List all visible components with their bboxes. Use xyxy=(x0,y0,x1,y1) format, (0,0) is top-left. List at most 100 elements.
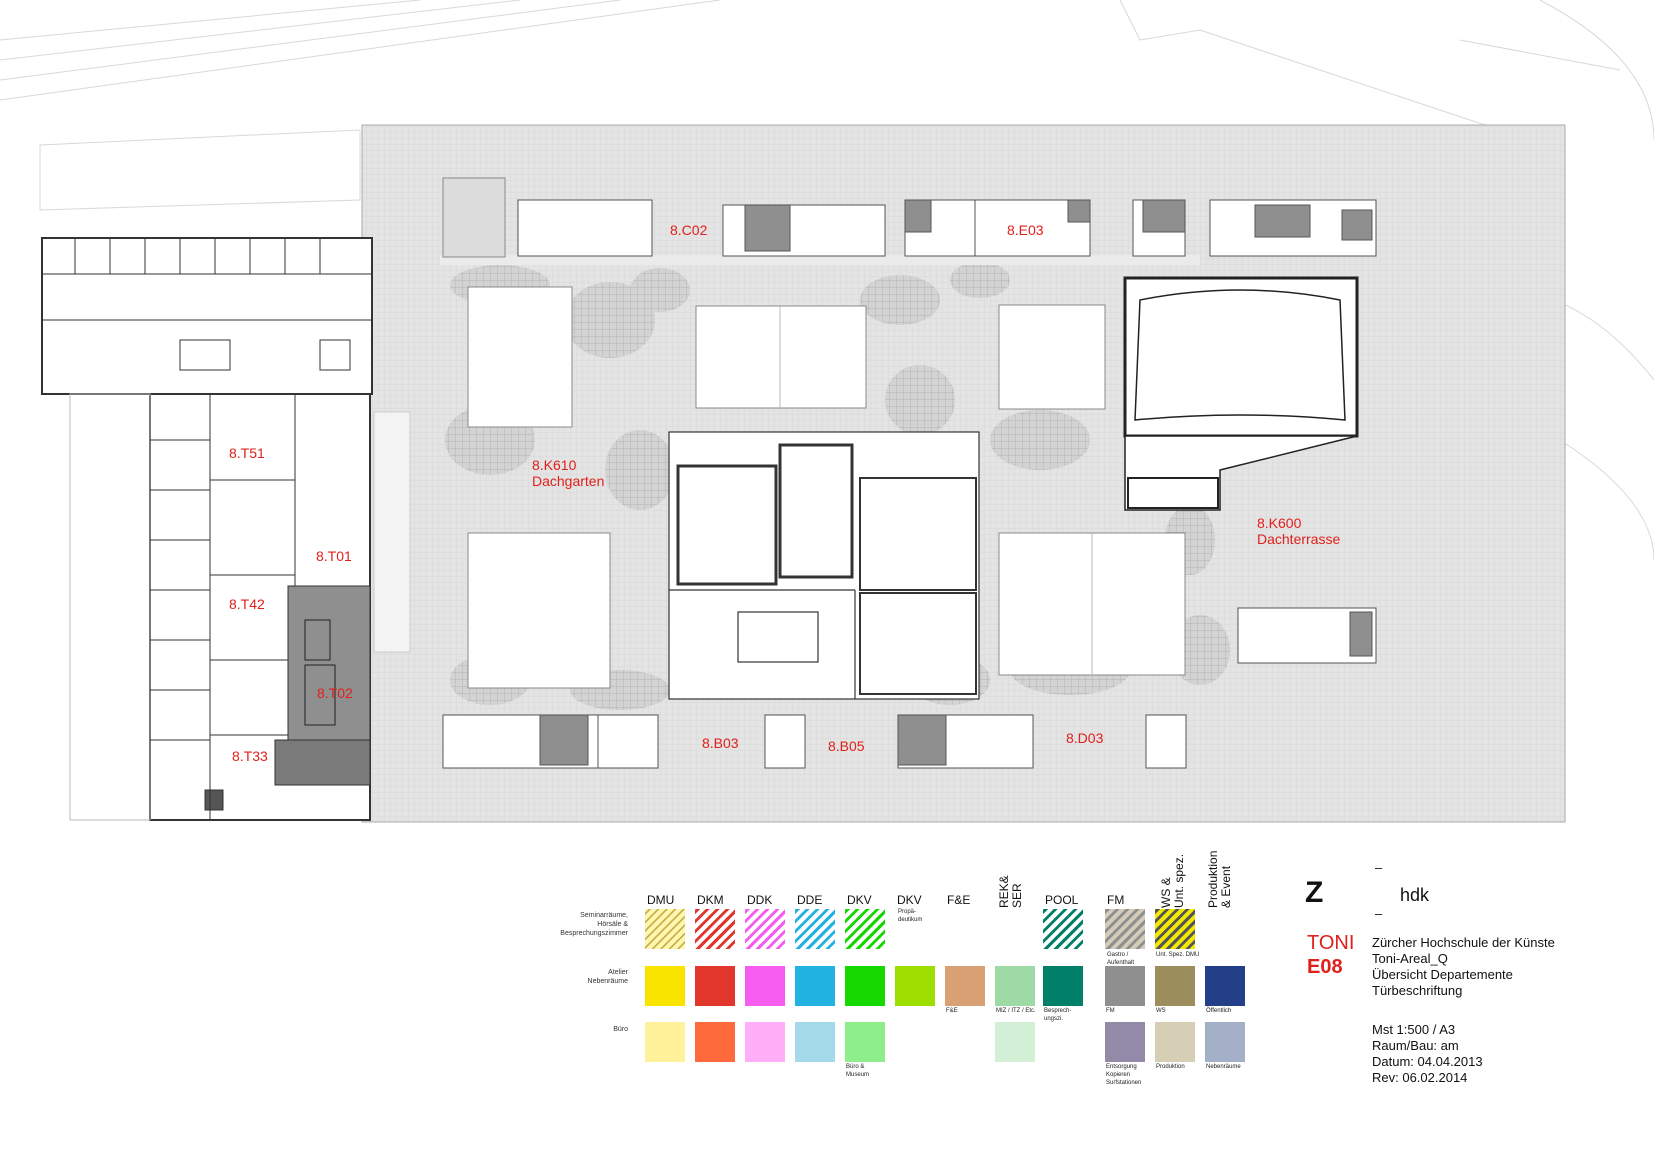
legend-row-atelier-line2: Nebenräume xyxy=(587,978,628,985)
legend-dept-produktion-line2: & Event xyxy=(1219,865,1233,908)
legend-dept-dde: DDE xyxy=(797,893,823,907)
legend-row-seminar: Seminarräume, Hörsäle & Besprechungszimm… xyxy=(508,911,628,938)
caption-unt-spez: Unt. Spez. DMU xyxy=(1156,952,1200,958)
swatch-dkv-propa-atelier xyxy=(895,966,935,1006)
legend-dept-rekser: REK& SER xyxy=(997,875,1024,908)
title-scale: Mst 1:500 / A3 xyxy=(1372,1022,1456,1037)
swatch-pool-seminar xyxy=(1043,909,1083,949)
room-label-8-k610: 8.K610 Dachgarten xyxy=(532,457,604,489)
swatch-nebenraeume xyxy=(1205,1022,1245,1062)
caption-entsorgung: Entsorgung Kopieren Surfstationen xyxy=(1106,1063,1141,1087)
legend-dept-fe: F&E xyxy=(947,893,971,907)
floor-plan xyxy=(0,0,1654,823)
walkways xyxy=(440,255,1200,265)
room-label-8-k600: 8.K600 Dachterrasse xyxy=(1257,515,1340,547)
caption-miz: MIZ / ITZ / Etc. xyxy=(996,1008,1036,1014)
caption-gastro-line2: Aufenthalt xyxy=(1107,960,1135,966)
auditorium xyxy=(1123,276,1359,511)
swatch-dmu-seminar xyxy=(645,909,685,949)
swatch-dkv-seminar xyxy=(845,909,885,949)
west-wing xyxy=(41,237,373,821)
caption-buero-museum-line2: Museum xyxy=(846,1072,870,1078)
caption-produktion: Produktion xyxy=(1156,1064,1185,1070)
swatch-dde-buero xyxy=(795,1022,835,1062)
title-dash-bottom: – xyxy=(1375,906,1383,921)
toni-label: TONI xyxy=(1307,932,1355,954)
east-kiosk xyxy=(1237,607,1377,664)
room-label-8-b03: 8.B03 xyxy=(702,735,739,751)
legend-dept-ws-line2: Unt. spez. xyxy=(1172,853,1186,908)
courtyard-voids xyxy=(467,286,1186,689)
hdk-wordmark: hdk xyxy=(1400,885,1430,905)
room-label-8-t42: 8.T42 xyxy=(229,596,265,612)
legend-propa-line1: Propä- xyxy=(898,909,917,915)
room-label-8-t01: 8.T01 xyxy=(316,548,352,564)
legend-dept-pool: POOL xyxy=(1045,893,1079,907)
swatch-dkm-seminar xyxy=(695,909,735,949)
room-label-8-t51: 8.T51 xyxy=(229,445,265,461)
swatch-ws-atelier xyxy=(1155,966,1195,1006)
caption-ws: WS xyxy=(1156,1008,1166,1014)
room-label-8-d03: 8.D03 xyxy=(1066,730,1104,746)
room-label-8-t02: 8.T02 xyxy=(317,685,353,701)
title-line-4: Türbeschriftung xyxy=(1372,983,1463,998)
site-context-lines xyxy=(0,0,1654,561)
room-label-8-e03: 8.E03 xyxy=(1007,222,1044,238)
room-label-8-c02: 8.C02 xyxy=(670,222,708,238)
swatch-dmu-atelier xyxy=(645,966,685,1006)
legend-row-seminar-line2: Hörsäle & xyxy=(597,921,628,928)
legend-propa-line2: deutikum xyxy=(898,917,923,923)
legend-row-buero: Büro xyxy=(613,1026,628,1033)
swatch-ws-seminar xyxy=(1155,909,1195,949)
legend-row-seminar-line1: Seminarräume, xyxy=(580,912,628,919)
legend-dept-dkv: DKV xyxy=(847,893,872,907)
legend-row-atelier-line1: Atelier xyxy=(608,969,628,976)
swatch-miz-atelier xyxy=(995,966,1035,1006)
swatch-ddk-seminar xyxy=(745,909,785,949)
caption-fe: F&E xyxy=(946,1008,958,1014)
room-label-8-t33: 8.T33 xyxy=(232,748,268,764)
central-hall xyxy=(668,431,980,700)
swatch-miz-buero xyxy=(995,1022,1035,1062)
caption-besprechung-line1: Besprech- xyxy=(1044,1008,1072,1014)
caption-buero-museum: Büro & Museum xyxy=(846,1063,869,1079)
swatch-dmu-buero xyxy=(645,1022,685,1062)
top-row-rooms xyxy=(517,199,1377,257)
legend-dept-rekser-line2: SER xyxy=(1010,883,1024,908)
title-raum: Raum/Bau: am xyxy=(1372,1038,1459,1053)
title-line-1: Zürcher Hochschule der Künste xyxy=(1372,935,1555,950)
legend-propa-label: Propä- deutikum xyxy=(898,908,922,924)
swatch-dkv-buero xyxy=(845,1022,885,1062)
swatch-fe-atelier xyxy=(945,966,985,1006)
legend-dept-ddk: DDK xyxy=(747,893,773,907)
caption-entsorgung-line2: Kopieren xyxy=(1106,1072,1131,1078)
ramp xyxy=(373,411,411,653)
swatch-dde-atelier xyxy=(795,966,835,1006)
title-dash-top: – xyxy=(1375,860,1383,875)
caption-besprechung: Besprech- ungszi. xyxy=(1044,1007,1071,1023)
room-label-8-k610-code: 8.K610 xyxy=(532,457,577,473)
caption-fm: FM xyxy=(1106,1008,1115,1014)
swatch-pool-atelier xyxy=(1043,966,1083,1006)
swatch-entsorgung xyxy=(1105,1022,1145,1062)
room-label-8-k600-name: Dachterrasse xyxy=(1257,531,1341,547)
legend-dept-fm: FM xyxy=(1107,893,1125,907)
caption-besprechung-line2: ungszi. xyxy=(1044,1016,1064,1022)
title-line-3: Übersicht Departemente xyxy=(1372,967,1513,982)
room-label-8-k610-name: Dachgarten xyxy=(532,473,605,489)
legend-dept-dkm: DKM xyxy=(697,893,724,907)
roof-skylight xyxy=(442,177,506,258)
swatch-fm-seminar xyxy=(1105,909,1145,949)
zhdk-logo: Z xyxy=(1305,876,1324,909)
title-rev: Rev: 06.02.2014 xyxy=(1372,1070,1468,1085)
caption-buero-museum-line1: Büro & xyxy=(846,1064,865,1070)
swatch-produktion xyxy=(1155,1022,1195,1062)
caption-gastro-line1: Gastro / xyxy=(1107,952,1129,958)
swatch-dkv-atelier xyxy=(845,966,885,1006)
floor-label: E08 xyxy=(1307,956,1343,978)
caption-entsorgung-line1: Entsorgung xyxy=(1106,1064,1137,1070)
caption-oeffentlich: Öffentlich xyxy=(1206,1008,1232,1014)
legend-dept-dkv-propa: DKV xyxy=(897,893,922,907)
title-datum: Datum: 04.04.2013 xyxy=(1372,1054,1483,1069)
swatch-dkm-buero xyxy=(695,1022,735,1062)
